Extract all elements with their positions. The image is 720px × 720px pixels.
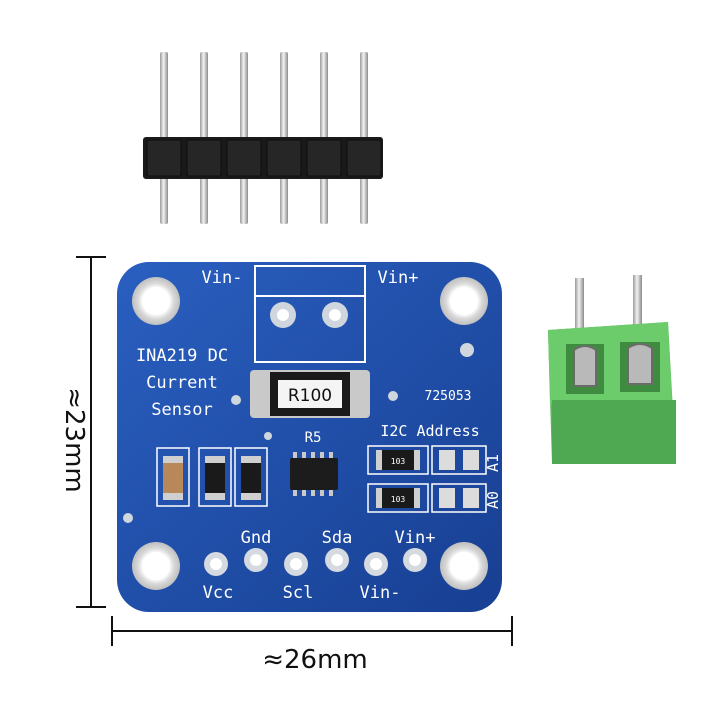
header-segment xyxy=(346,139,382,177)
board-code: 725053 xyxy=(425,389,472,404)
vin-plus-top-label: Vin+ xyxy=(378,268,419,288)
header-segment xyxy=(146,139,182,177)
shunt-resistor: R100 xyxy=(250,370,370,418)
via xyxy=(123,513,133,523)
mounting-hole xyxy=(132,542,180,590)
via xyxy=(264,432,272,440)
header-segment xyxy=(266,139,302,177)
r5-label: R5 xyxy=(305,430,322,446)
pin-label-scl: Scl xyxy=(283,583,314,603)
header-pad xyxy=(244,548,268,572)
resistor-code-a1: 103 xyxy=(391,457,406,466)
terminal-footprint xyxy=(254,265,366,363)
vin-minus-top-label: Vin- xyxy=(202,268,243,288)
terminal-pin xyxy=(575,278,584,338)
pin-label-vin-plus: Vin+ xyxy=(395,528,436,548)
address-jumper-a1 xyxy=(431,445,487,475)
header-segment xyxy=(186,139,222,177)
board-title-line-3: Sensor xyxy=(151,400,212,420)
pin-header xyxy=(143,52,383,224)
header-pad xyxy=(403,548,427,572)
chip-lead xyxy=(311,452,315,459)
chip-lead xyxy=(329,489,333,496)
mounting-hole xyxy=(440,542,488,590)
header-pad xyxy=(325,548,349,572)
a0-label: A0 xyxy=(484,491,502,509)
screw-terminal xyxy=(548,275,676,464)
resistor xyxy=(198,447,232,507)
resistor-code-a0: 103 xyxy=(391,495,406,504)
chip-lead xyxy=(320,452,324,459)
pin-label-vcc: Vcc xyxy=(203,583,234,603)
header-pad xyxy=(204,552,228,576)
terminal-pad xyxy=(270,302,296,328)
pin-label-gnd: Gnd xyxy=(241,528,272,548)
terminal-screw-slot xyxy=(620,342,660,392)
chip-lead xyxy=(311,489,315,496)
pin-label-vin-minus: Vin- xyxy=(360,583,401,603)
address-jumper-a0 xyxy=(431,483,487,513)
header-pad xyxy=(364,552,388,576)
header-pad xyxy=(284,552,308,576)
capacitor xyxy=(156,447,190,507)
width-label: ≈26mm xyxy=(262,645,368,675)
terminal-pad xyxy=(322,302,348,328)
address-resistor-a1: 103 xyxy=(367,445,429,475)
header-segment xyxy=(306,139,342,177)
height-label: ≈23mm xyxy=(59,387,89,493)
chip-lead xyxy=(320,489,324,496)
pcb-board: Vin- Vin+ INA219 DC Current Sensor R100 … xyxy=(117,262,502,612)
chip-lead xyxy=(293,452,297,459)
chip-lead xyxy=(293,489,297,496)
width-dimension xyxy=(111,616,513,646)
pin-label-sda: Sda xyxy=(322,528,353,548)
a1-label: A1 xyxy=(484,454,502,472)
shunt-resistor-label: R100 xyxy=(288,386,332,406)
via xyxy=(231,395,241,405)
resistor xyxy=(234,447,268,507)
ina219-chip xyxy=(290,452,338,496)
chip-lead xyxy=(302,452,306,459)
chip-lead xyxy=(302,489,306,496)
chip-lead xyxy=(329,452,333,459)
terminal-screw-slot xyxy=(566,344,604,394)
height-dimension xyxy=(76,256,106,608)
address-resistor-a0: 103 xyxy=(367,483,429,513)
board-title-line-2: Current xyxy=(146,373,218,393)
board-title-line-1: INA219 DC xyxy=(136,346,228,366)
i2c-address-label: I2C Address xyxy=(380,422,479,440)
mounting-hole xyxy=(440,277,488,325)
mounting-hole xyxy=(132,277,180,325)
header-segment xyxy=(226,139,262,177)
via xyxy=(460,343,474,357)
via xyxy=(388,391,398,401)
terminal-pin xyxy=(633,275,642,335)
